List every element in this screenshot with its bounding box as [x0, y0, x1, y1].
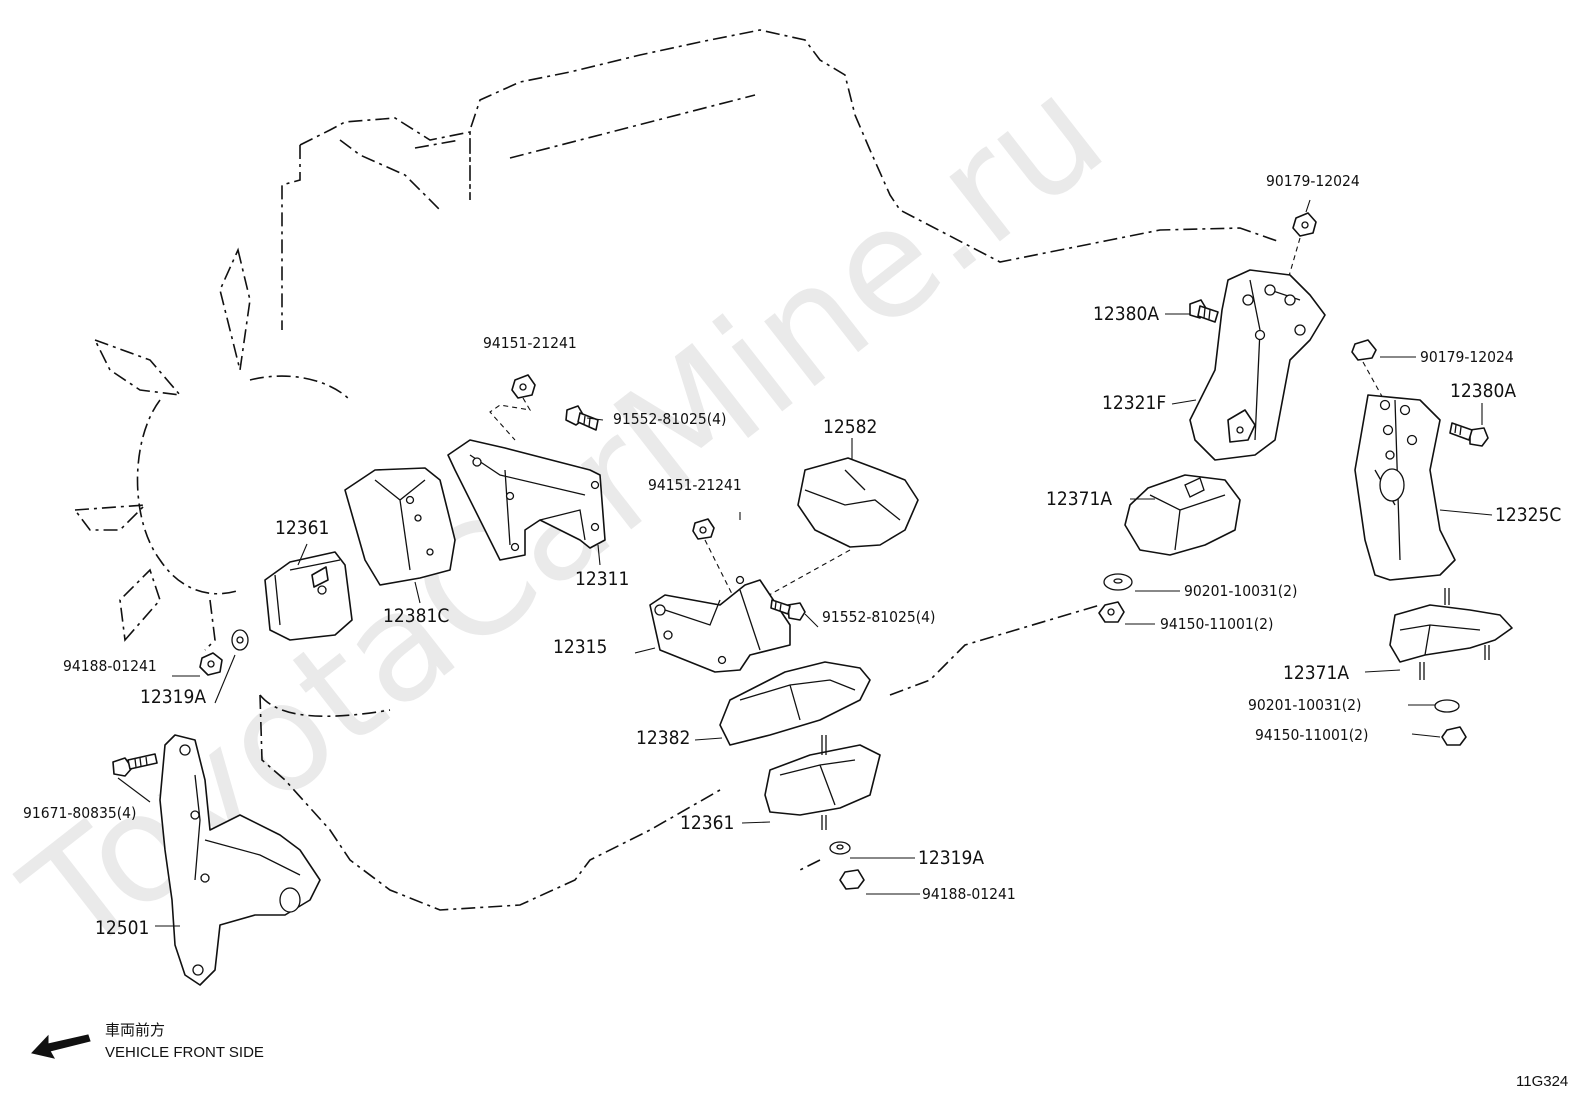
label-12380a-left: 12380A — [1093, 303, 1159, 325]
diagram-code: 11G324 — [1516, 1073, 1568, 1090]
label-12315: 12315 — [553, 636, 607, 658]
leader-lines — [117, 199, 1493, 927]
label-91671: 91671-80835(4) — [23, 804, 137, 822]
nut-94188-left — [199, 652, 223, 676]
washer-90201-upper — [1103, 573, 1133, 591]
label-94151-upper: 94151-21241 — [483, 334, 577, 352]
insulator-12371a-lower — [1389, 588, 1513, 680]
label-12319a-left: 12319A — [140, 686, 206, 708]
bracket-12315 — [649, 575, 791, 673]
nut-94151-upper — [511, 374, 536, 399]
label-12321f: 12321F — [1102, 392, 1166, 414]
label-94188-center: 94188-01241 — [922, 885, 1016, 903]
front-arrow-icon — [31, 1034, 91, 1059]
label-12382: 12382 — [636, 727, 690, 749]
bracket-12321f — [1189, 269, 1326, 461]
insulator-12361-center — [764, 735, 881, 830]
label-94150-upper: 94150-11001(2) — [1160, 615, 1274, 633]
nut-90179-lower — [1351, 339, 1377, 361]
cover-12382 — [719, 661, 871, 746]
label-12325c: 12325C — [1495, 504, 1561, 526]
label-12501: 12501 — [95, 917, 149, 939]
bolt-12380a-left — [1189, 299, 1219, 323]
label-12361-left: 12361 — [275, 517, 329, 539]
nut-94151-lower — [692, 518, 715, 540]
direction-label-jp: 車両前方 — [105, 1021, 165, 1039]
label-94150-lower: 94150-11001(2) — [1255, 726, 1369, 744]
label-91552-upper: 91552-81025(4) — [613, 410, 727, 428]
bracket-12325c — [1354, 394, 1456, 581]
nut-94188-center — [839, 869, 865, 890]
washer-12319a-left — [231, 629, 249, 651]
bolt-12380a-right — [1449, 422, 1489, 447]
label-90201-upper: 90201-10031(2) — [1184, 582, 1298, 600]
label-90201-lower: 90201-10031(2) — [1248, 696, 1362, 714]
part-labels: 94151-21241 91552-81025(4) 12582 94151-2… — [23, 172, 1561, 939]
label-12371a-lower: 12371A — [1283, 662, 1349, 684]
label-94151-lower: 94151-21241 — [648, 476, 742, 494]
bolt-91552-lower — [770, 599, 806, 621]
bolt-91671 — [112, 753, 158, 777]
washer-90201-lower — [1434, 699, 1460, 713]
engine-outline — [73, 29, 1281, 911]
nut-94150-lower — [1441, 726, 1467, 746]
label-12381c: 12381C — [383, 605, 449, 627]
insulator-12371a-upper — [1124, 474, 1241, 556]
nut-90179-upper — [1292, 212, 1317, 237]
bracket-12501 — [159, 734, 321, 986]
bolt-91552-upper — [565, 405, 599, 431]
label-12380a-right: 12380A — [1450, 380, 1516, 402]
label-94188-left: 94188-01241 — [63, 657, 157, 675]
label-90179-lower: 90179-12024 — [1420, 348, 1514, 366]
direction-label-en: VEHICLE FRONT SIDE — [105, 1044, 264, 1061]
bracket-12381c — [344, 467, 456, 586]
label-12311: 12311 — [575, 568, 629, 590]
label-12371a-upper: 12371A — [1046, 488, 1112, 510]
vehicle-front-indicator: 車両前方 VEHICLE FRONT SIDE — [31, 1021, 264, 1061]
label-12361-center: 12361 — [680, 812, 734, 834]
label-12319a-center: 12319A — [918, 847, 984, 869]
nut-94150-upper — [1098, 601, 1125, 623]
label-90179-upper: 90179-12024 — [1266, 172, 1360, 190]
insulator-12361-left — [264, 551, 353, 641]
label-91552-lower: 91552-81025(4) — [822, 608, 936, 626]
washer-12319a-center — [829, 841, 851, 855]
cover-12582 — [797, 457, 919, 548]
bracket-12311 — [447, 439, 606, 561]
label-12582: 12582 — [823, 416, 877, 438]
